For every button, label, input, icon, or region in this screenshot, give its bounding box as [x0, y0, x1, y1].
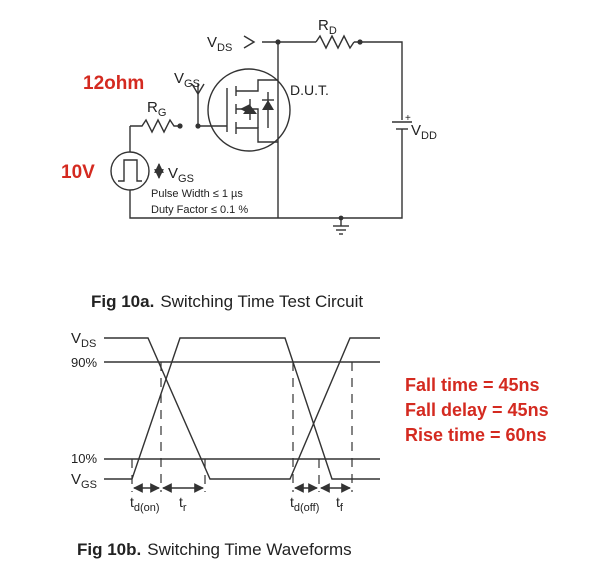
td-on-label: td(on)	[130, 494, 160, 514]
fall-time-note: Fall time = 45ns	[405, 375, 540, 395]
fall-delay-note: Fall delay = 45ns	[405, 400, 549, 420]
rd-label: RD	[318, 17, 337, 37]
vds-waveform	[104, 337, 380, 480]
test-circuit: VDS RD VGS RG D.U.T. + VDD VGS Pulse Wid…	[61, 17, 437, 235]
pulse-width-label: Pulse Width ≤ 1 µs	[151, 188, 243, 200]
vdd-label: VDD	[411, 122, 437, 142]
ground-symbol	[333, 215, 349, 235]
pulse-generator	[110, 151, 278, 219]
voltage-note: 10V	[61, 162, 95, 183]
vds-label: VDS	[207, 34, 232, 54]
fig-b-caption: Fig 10b.Switching Time Waveforms	[77, 540, 352, 559]
rise-time-note: Rise time = 60ns	[405, 425, 547, 445]
rg-resistor	[130, 118, 180, 134]
dut-label: D.U.T.	[290, 82, 329, 98]
vdd-battery	[278, 121, 412, 219]
tf-label: tf	[336, 494, 344, 514]
waveform-plot: VDS 90% 10% VGS td(on) tr td(off) tf Fal…	[71, 330, 549, 514]
fig-a-caption: Fig 10a.Switching Time Test Circuit	[91, 292, 363, 311]
rg-label: RG	[147, 99, 166, 119]
vgs-top-label: VGS	[174, 70, 200, 90]
vdd-plus: +	[405, 113, 411, 124]
vgs-probe-arrow	[191, 83, 205, 96]
vds-terminal-arrow	[243, 35, 256, 49]
dut-mosfet	[207, 68, 291, 218]
pulse-vgs-label: VGS	[168, 165, 194, 185]
vgs-waveform	[131, 337, 380, 480]
duty-factor-label: Duty Factor ≤ 0.1 %	[151, 204, 248, 216]
wf-vds-label: VDS	[71, 330, 96, 350]
td-off-label: td(off)	[290, 494, 319, 514]
wf-90-label: 90%	[71, 355, 97, 370]
tr-label: tr	[179, 494, 187, 514]
wf-vgs-label: VGS	[71, 471, 97, 491]
rd-node	[357, 39, 363, 45]
wf-10-label: 10%	[71, 451, 97, 466]
resistor-note: 12ohm	[83, 73, 144, 94]
rd-resistor	[315, 34, 355, 50]
gate-node	[195, 123, 201, 129]
